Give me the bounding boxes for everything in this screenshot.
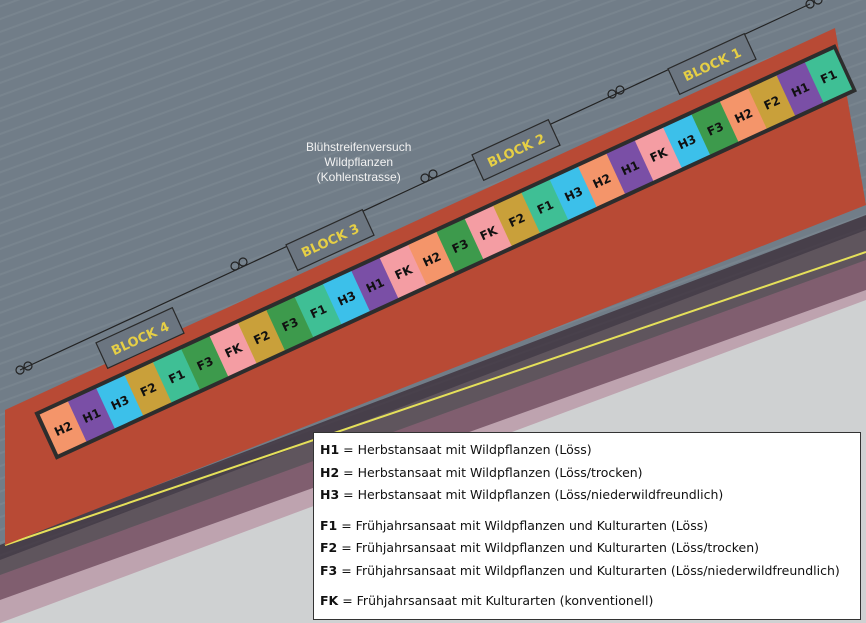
legend-item: H1 = Herbstansaat mit Wildpflanzen (Löss… bbox=[320, 442, 592, 457]
plot-label: FK bbox=[648, 145, 670, 165]
plot-cell bbox=[464, 205, 513, 259]
plot-label: H3 bbox=[676, 132, 699, 152]
plot-cell bbox=[238, 310, 286, 364]
title-line: Wildpflanzen bbox=[324, 155, 394, 169]
plot-cell bbox=[691, 101, 739, 155]
tree-line bbox=[0, 215, 866, 600]
plot-cell bbox=[436, 218, 484, 272]
legend-item: F2 = Frühjahrsansaat mit Wildpflanzen un… bbox=[320, 540, 760, 555]
title-line: (Kohlenstrasse) bbox=[316, 170, 401, 184]
map-title: Blühstreifenversuch Wildpflanzen (Kohlen… bbox=[306, 140, 411, 185]
plot-cell bbox=[804, 49, 853, 103]
marker-circle bbox=[615, 85, 625, 95]
plot-strip: H2H1H3F2F1F3FKF2F3F1H3H1FKH2F3FKF2F1H3H2… bbox=[34, 44, 857, 460]
plot-label: H3 bbox=[109, 393, 132, 413]
plot-label: H2 bbox=[421, 249, 444, 269]
plot-label: FK bbox=[478, 223, 500, 243]
marker-circle bbox=[607, 89, 617, 99]
plot-label: H2 bbox=[732, 106, 755, 126]
plot-label: F3 bbox=[195, 354, 216, 374]
plot-label: H1 bbox=[364, 275, 387, 295]
plot-label: H3 bbox=[336, 288, 359, 308]
marker-circle bbox=[813, 0, 823, 5]
plot-cell bbox=[351, 257, 399, 312]
block-markers bbox=[15, 0, 823, 375]
plot-cell bbox=[266, 296, 314, 351]
legend-item: F1 = Frühjahrsansaat mit Wildpflanzen un… bbox=[320, 517, 709, 533]
marker-circle bbox=[805, 0, 815, 9]
plot-label: F1 bbox=[818, 67, 839, 87]
plot-cell bbox=[719, 88, 768, 142]
plot-cell bbox=[209, 323, 257, 377]
title-line: Blühstreifenversuch bbox=[306, 140, 412, 154]
legend: H1 = Herbstansaat mit Wildpflanzen (Löss… bbox=[313, 432, 861, 620]
boundary-line bbox=[4, 251, 866, 546]
legend-item: FK = Frühjahrsansaat mit Kulturarten (ko… bbox=[320, 593, 654, 608]
plot-label: F2 bbox=[251, 328, 272, 348]
plot-cell bbox=[408, 231, 456, 286]
plot-cell bbox=[294, 283, 342, 338]
plot-label: F2 bbox=[762, 93, 783, 113]
plot-label: F3 bbox=[705, 119, 726, 139]
marker-circle bbox=[428, 169, 438, 179]
plot-cell bbox=[578, 153, 626, 207]
plot-label: H2 bbox=[591, 171, 614, 191]
plot-cell bbox=[776, 62, 824, 116]
plot-label: H2 bbox=[52, 419, 75, 439]
plot-label: F2 bbox=[138, 380, 159, 400]
block-label: BLOCK 2 bbox=[471, 118, 561, 182]
plot-label: F1 bbox=[166, 367, 187, 387]
marker-circle bbox=[420, 173, 430, 183]
plot-label: FK bbox=[223, 340, 245, 360]
marker-circle bbox=[238, 257, 248, 267]
plot-cell bbox=[634, 127, 683, 181]
legend-item: H3 = Herbstansaat mit Wildpflanzen (Löss… bbox=[320, 487, 724, 502]
marker-circle bbox=[230, 261, 240, 271]
plot-cell bbox=[663, 114, 711, 168]
marker-circle bbox=[23, 361, 33, 371]
plot-cell bbox=[181, 336, 229, 390]
plot-label: F2 bbox=[507, 210, 528, 230]
plot-cell bbox=[153, 349, 201, 403]
plot-cell bbox=[521, 179, 569, 233]
plot-label: FK bbox=[393, 262, 415, 282]
legend-item: F3 = Frühjahrsansaat mit Wildpflanzen un… bbox=[320, 562, 840, 578]
plot-cell bbox=[606, 140, 654, 194]
plot-label: H1 bbox=[80, 406, 103, 426]
plot-label: H3 bbox=[562, 184, 585, 204]
plot-cell bbox=[748, 75, 796, 129]
plot-label: H1 bbox=[619, 158, 642, 178]
legend-item: H2 = Herbstansaat mit Wildpflanzen (Löss… bbox=[320, 464, 643, 480]
plot-label: F1 bbox=[535, 197, 556, 217]
plot-cell bbox=[124, 362, 172, 416]
plot-cell bbox=[39, 401, 87, 455]
plot-label: F1 bbox=[308, 302, 329, 322]
plot-cell bbox=[549, 166, 598, 220]
plot-cell bbox=[67, 388, 116, 442]
plot-label: F3 bbox=[280, 315, 301, 335]
plot-cell bbox=[493, 192, 541, 246]
plot-cell bbox=[379, 244, 427, 299]
marker-circle bbox=[15, 365, 25, 375]
plot-label: H1 bbox=[789, 80, 812, 100]
plot-cell bbox=[323, 270, 371, 325]
plot-cell bbox=[96, 375, 144, 429]
plot-label: F3 bbox=[450, 237, 471, 257]
